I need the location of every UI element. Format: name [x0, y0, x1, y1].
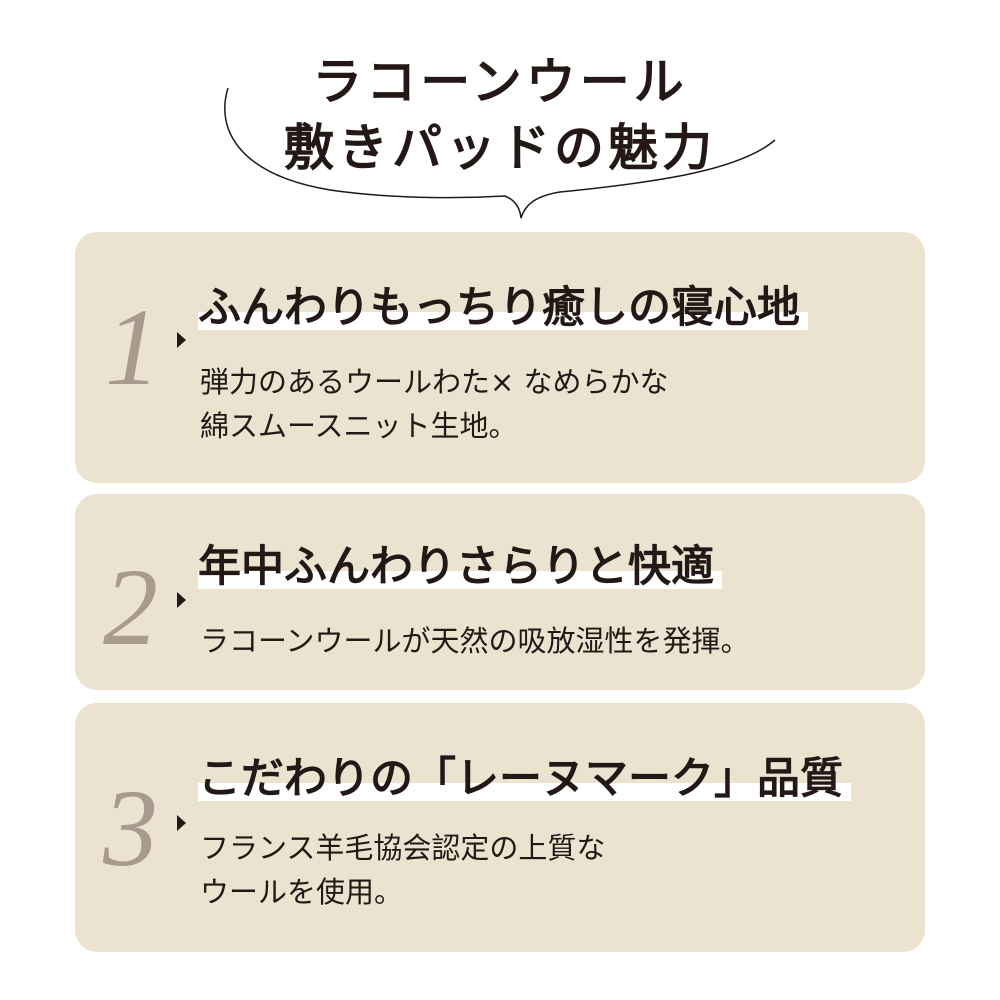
feature-description: 弾力のあるウールわた× なめらかな 綿スムースニット生地。	[200, 365, 669, 443]
feature-heading: ふんわりもっちり癒しの寝心地	[198, 287, 808, 330]
triangle-arrow-icon	[177, 332, 186, 348]
title-line-2: 敷きパッドの魅力	[284, 118, 716, 177]
feature-card-1: 1 ふんわりもっちり癒しの寝心地 弾力のあるウールわた× なめらかな 綿スムース…	[75, 232, 925, 483]
title-line-1: ラコーンウール	[312, 52, 688, 111]
feature-number: 3	[103, 767, 158, 889]
feature-number: 2	[103, 546, 158, 668]
speech-bubble-outline	[224, 87, 776, 219]
feature-description: フランス羊毛協会認定の上質な ウールを使用。	[200, 831, 606, 909]
feature-card-3: 3 こだわりの「レーヌマーク」品質 フランス羊毛協会認定の上質な ウールを使用。	[75, 703, 925, 952]
feature-heading: こだわりの「レーヌマーク」品質	[198, 758, 851, 801]
feature-description: ラコーンウールが天然の吸放湿性を発揮。	[200, 624, 750, 658]
feature-heading: 年中ふんわりさらりと快適	[198, 546, 722, 589]
feature-number: 1	[105, 286, 160, 408]
feature-card-2: 2 年中ふんわりさらりと快適 ラコーンウールが天然の吸放湿性を発揮。	[75, 494, 925, 690]
triangle-arrow-icon	[177, 815, 186, 831]
triangle-arrow-icon	[177, 592, 186, 608]
